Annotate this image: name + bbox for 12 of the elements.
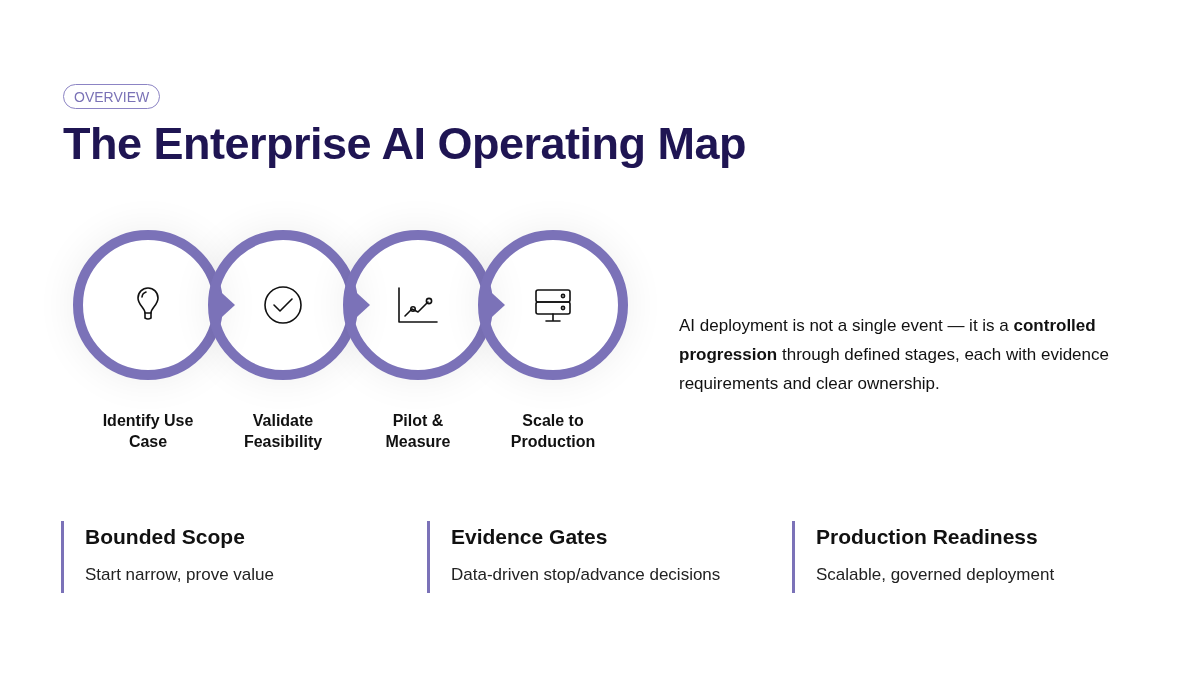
column-description: Start narrow, prove value: [85, 565, 274, 585]
stage-label: Identify Use Case: [101, 411, 195, 452]
column-description: Scalable, governed deployment: [816, 565, 1055, 585]
column-description: Data-driven stop/advance decisions: [451, 565, 721, 585]
stage-label: Validate Feasibility: [242, 411, 324, 452]
stage-label: Scale to Production: [509, 411, 597, 452]
description-paragraph: AI deployment is not a single event — it is a controlled progression through defined stages, each with evidence requirements and clear ownership.: [679, 315, 1110, 395]
column-heading: Bounded Scope: [85, 525, 245, 549]
column-heading: Evidence Gates: [451, 525, 608, 549]
title: The Enterprise AI Operating Map: [63, 118, 746, 170]
stage-label: Pilot & Measure: [384, 411, 452, 452]
column-heading: Production Readiness: [816, 525, 1038, 549]
